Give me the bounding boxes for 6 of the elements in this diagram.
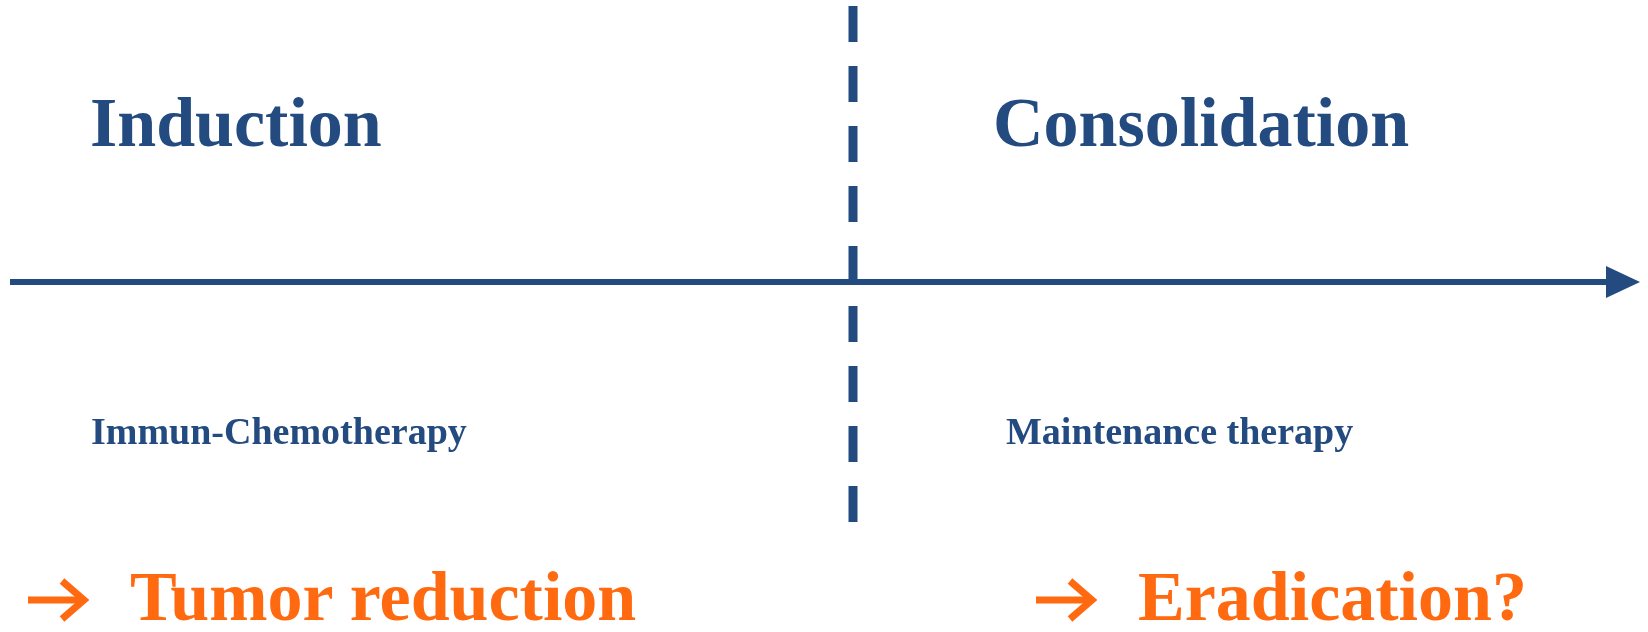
phase-heading: Induction bbox=[90, 88, 382, 158]
phase-heading: Consolidation bbox=[993, 88, 1410, 158]
therapy-text: Maintenance therapy bbox=[1006, 412, 1354, 450]
outcome-text: Tumor reduction bbox=[130, 562, 637, 632]
therapy-text: Immun-Chemotherapy bbox=[91, 412, 467, 450]
outcome-text: Eradication? bbox=[1138, 562, 1527, 632]
